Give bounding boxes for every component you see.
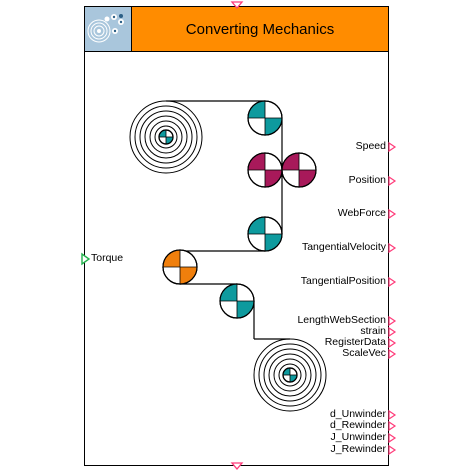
roller-2 bbox=[247, 152, 283, 188]
roller-1 bbox=[247, 100, 283, 136]
output-port-label: RegisterData bbox=[324, 336, 386, 348]
output-port-label: LengthWebSection bbox=[297, 314, 386, 326]
roller-6 bbox=[219, 283, 255, 319]
block-icon bbox=[85, 7, 132, 52]
pink-triangle-bottom-icon[interactable] bbox=[230, 462, 244, 471]
pink-triangle-top-icon[interactable] bbox=[230, 1, 244, 10]
web-rolls-icon bbox=[87, 14, 124, 43]
output-port-j-unwinder-icon[interactable] bbox=[388, 432, 397, 444]
output-port-lengthwebsection-icon[interactable] bbox=[388, 315, 397, 327]
roller-3 bbox=[281, 152, 317, 188]
output-port-j-rewinder-icon[interactable] bbox=[388, 444, 397, 456]
web-path bbox=[162, 100, 290, 340]
output-port-label: d_Unwinder bbox=[329, 408, 386, 420]
output-port-strain-icon[interactable] bbox=[388, 326, 397, 338]
block-title: Converting Mechanics bbox=[132, 7, 388, 52]
output-port-d-unwinder-icon[interactable] bbox=[388, 409, 397, 421]
input-port-torque-icon[interactable] bbox=[81, 252, 91, 266]
converting-mechanics-block[interactable] bbox=[84, 6, 389, 466]
output-port-d-rewinder-icon[interactable] bbox=[388, 420, 397, 432]
roller-4 bbox=[247, 216, 283, 252]
rewinder-hub bbox=[282, 367, 298, 383]
output-port-position-icon[interactable] bbox=[388, 175, 397, 187]
output-port-tangentialposition-icon[interactable] bbox=[388, 276, 397, 288]
unwinder-hub bbox=[158, 129, 174, 145]
output-port-webforce-icon[interactable] bbox=[388, 208, 397, 220]
output-port-registerdata-icon[interactable] bbox=[388, 337, 397, 349]
output-port-label: ScaleVec bbox=[342, 347, 386, 359]
output-port-label: J_Rewinder bbox=[330, 443, 386, 455]
output-port-speed-icon[interactable] bbox=[388, 141, 397, 153]
output-port-tangentialvelocity-icon[interactable] bbox=[388, 242, 397, 254]
output-port-label: Position bbox=[348, 174, 386, 186]
output-port-label: TangentialVelocity bbox=[301, 241, 386, 253]
output-port-label: strain bbox=[360, 325, 386, 337]
roller-5 bbox=[162, 249, 198, 285]
input-port-label: Torque bbox=[91, 252, 124, 264]
output-port-label: WebForce bbox=[337, 207, 386, 219]
output-port-label: d_Rewinder bbox=[329, 419, 386, 431]
output-port-scalevec-icon[interactable] bbox=[388, 348, 397, 360]
output-port-label: TangentialPosition bbox=[300, 275, 386, 287]
output-port-label: Speed bbox=[355, 140, 386, 152]
output-port-label: J_Unwinder bbox=[330, 431, 386, 443]
